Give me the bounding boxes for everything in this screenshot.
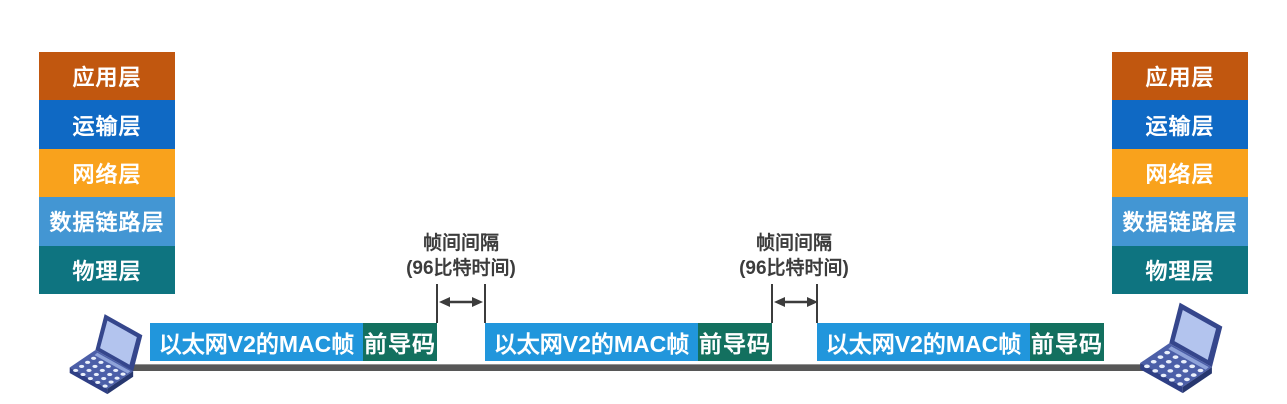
ethernet-frame-3: 以太网V2的MAC帧 前导码 (817, 323, 1104, 361)
left-protocol-stack: 应用层 运输层 网络层 数据链路层 物理层 (39, 52, 175, 295)
network-wire (100, 364, 1200, 371)
right-layer-physical: 物理层 (1112, 245, 1248, 295)
gap1-left-tick (436, 284, 438, 323)
right-laptop-icon (1140, 302, 1223, 394)
mac-frame-segment: 以太网V2的MAC帧 (485, 323, 698, 361)
right-layer-application: 应用层 (1112, 52, 1248, 101)
right-protocol-stack: 应用层 运输层 网络层 数据链路层 物理层 (1112, 52, 1248, 295)
preamble-segment: 前导码 (363, 323, 437, 361)
ethernet-frame-2: 以太网V2的MAC帧 前导码 (485, 323, 772, 361)
frame-gap-annotation-1: 帧间间隔 (96比特时间) (361, 231, 561, 281)
preamble-segment: 前导码 (1030, 323, 1104, 361)
left-laptop-icon (69, 314, 143, 395)
gap-subtitle: (96比特时间) (406, 258, 516, 279)
left-layer-transport: 运输层 (39, 100, 175, 149)
left-layer-datalink: 数据链路层 (39, 197, 175, 246)
mac-frame-segment: 以太网V2的MAC帧 (817, 323, 1030, 361)
gap-title: 帧间间隔 (755, 233, 832, 254)
ethernet-frame-1: 以太网V2的MAC帧 前导码 (150, 323, 437, 361)
left-layer-physical: 物理层 (39, 245, 175, 295)
frame-gap-annotation-2: 帧间间隔 (96比特时间) (694, 231, 894, 281)
gap2-right-tick (816, 284, 818, 323)
right-layer-transport: 运输层 (1112, 100, 1248, 149)
left-layer-application: 应用层 (39, 52, 175, 101)
double-arrow-icon (774, 295, 818, 309)
right-layer-network: 网络层 (1112, 148, 1248, 198)
left-layer-network: 网络层 (39, 148, 175, 198)
double-arrow-icon (439, 295, 483, 309)
mac-frame-segment: 以太网V2的MAC帧 (150, 323, 363, 361)
gap2-left-tick (771, 284, 773, 323)
right-layer-datalink: 数据链路层 (1112, 197, 1248, 246)
gap1-right-tick (484, 284, 486, 323)
gap-subtitle: (96比特时间) (739, 258, 849, 279)
gap-title: 帧间间隔 (422, 233, 499, 254)
preamble-segment: 前导码 (698, 323, 772, 361)
